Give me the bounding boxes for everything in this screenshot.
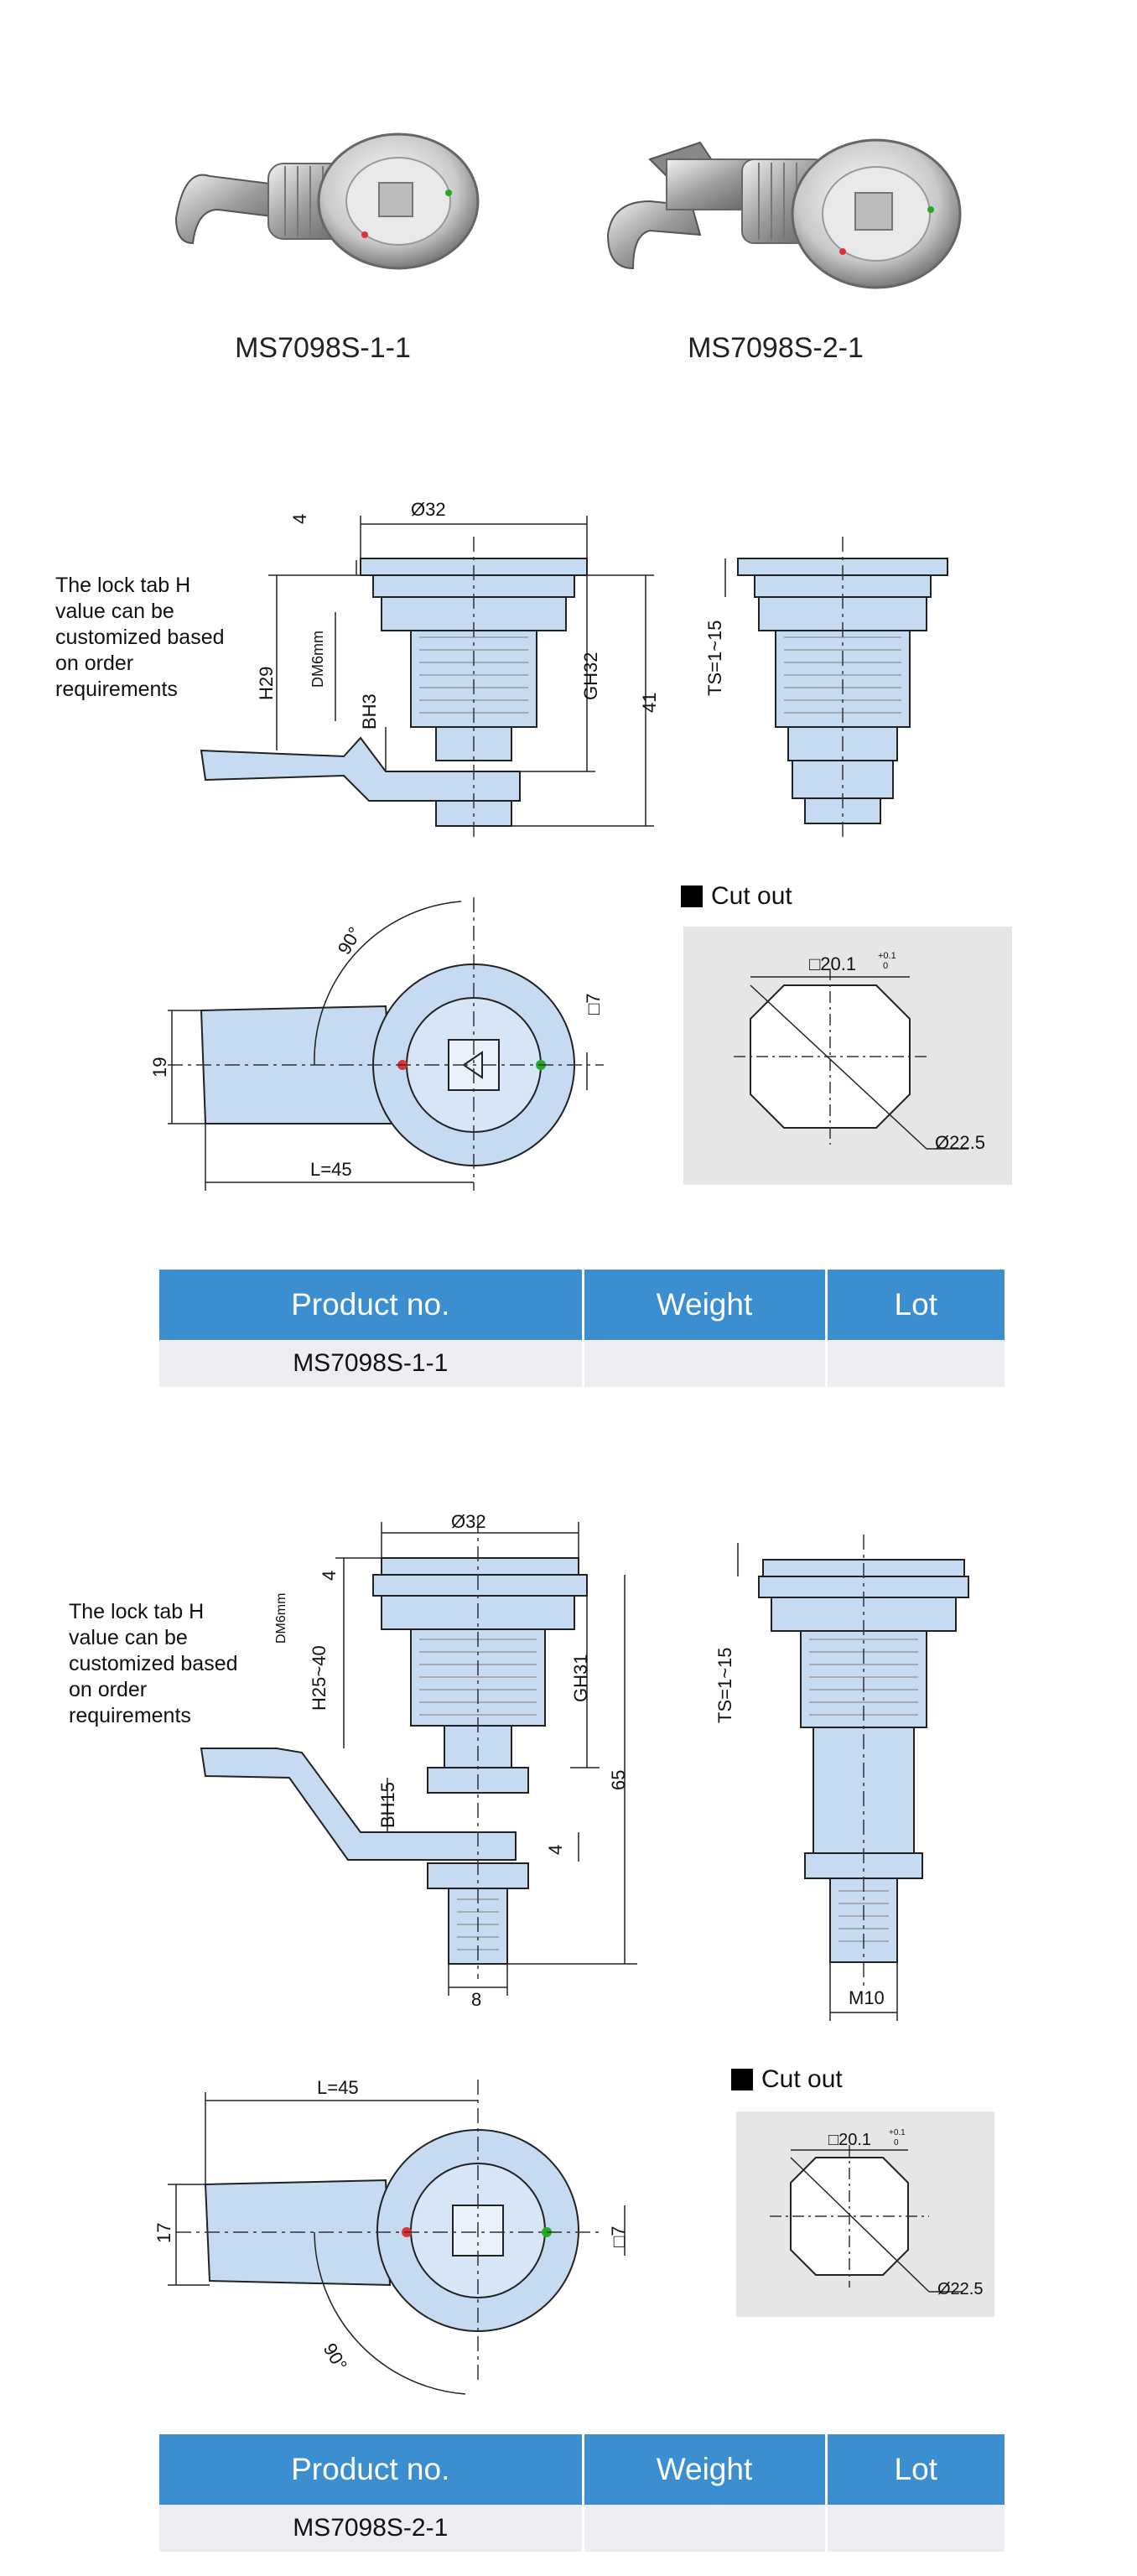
cell-weight xyxy=(583,1340,828,1387)
dim-4-1: 4 xyxy=(289,514,310,524)
header-lot: Lot xyxy=(826,1270,1005,1340)
cutout-sq-2: □20.1 xyxy=(828,2131,871,2149)
cell-product-no: MS7098S-1-1 xyxy=(159,1340,584,1387)
dim-17: 17 xyxy=(153,2223,174,2243)
note-line: value can be xyxy=(55,600,174,623)
header-weight: Weight xyxy=(583,1270,828,1340)
lock-tab-note-1: The lock tab H value can be customized b… xyxy=(55,573,273,703)
dim-41: 41 xyxy=(639,693,660,713)
dim-gh32: GH32 xyxy=(580,652,601,700)
technical-drawing-1: Ø32 4 H29 DM6mm BH3 GH32 41 TS=1~15 90° … xyxy=(149,499,948,1191)
dim-h29: H29 xyxy=(256,667,277,700)
cell-lot xyxy=(826,1340,1005,1387)
spec-table-2: Product no. Weight Lot MS7098S-2-1 xyxy=(159,2434,1005,2552)
square-icon xyxy=(681,886,703,907)
dim-dm6-2: DM6mm xyxy=(274,1593,288,1644)
dim-sq7-1: □7 xyxy=(583,993,604,1015)
table-row: MS7098S-2-1 xyxy=(159,2505,1005,2552)
dim-sq7-2: □7 xyxy=(608,2225,629,2247)
cutout-tol-1: +0.1 xyxy=(878,951,896,961)
dim-h25: H25~40 xyxy=(309,1645,330,1711)
note-line: requirements xyxy=(69,1704,191,1727)
note-line: customized based xyxy=(69,1652,238,1675)
dim-65: 65 xyxy=(608,1770,629,1790)
header-product-no: Product no. xyxy=(159,1270,584,1340)
dim-4b: 4 xyxy=(545,1845,566,1855)
dim-4-2: 4 xyxy=(319,1571,340,1581)
photo-caption-1: MS7098S-1-1 xyxy=(235,332,411,364)
cutout-title-1: Cut out xyxy=(681,882,792,911)
cutout-dia-2: Ø22.5 xyxy=(937,2280,983,2298)
dim-bh3: BH3 xyxy=(359,693,380,730)
note-line: requirements xyxy=(55,678,178,701)
note-line: on order xyxy=(55,652,134,675)
table-header-row: Product no. Weight Lot xyxy=(159,1270,1005,1340)
cutout-title-2: Cut out xyxy=(731,2065,843,2094)
dim-l45-1: L=45 xyxy=(310,1159,352,1180)
dim-ts-1: TS=1~15 xyxy=(704,620,725,696)
cell-weight xyxy=(583,2505,828,2552)
header-lot: Lot xyxy=(826,2434,1005,2505)
cutout-dia-1: Ø22.5 xyxy=(935,1132,985,1153)
cell-lot xyxy=(826,2505,1005,2552)
note-line: The lock tab H xyxy=(55,574,191,597)
dim-19: 19 xyxy=(149,1057,170,1078)
dim-d32-1: Ø32 xyxy=(411,499,446,520)
note-line: The lock tab H xyxy=(69,1600,205,1623)
lock-tab-note-2: The lock tab H value can be customized b… xyxy=(69,1599,287,1729)
header-product-no: Product no. xyxy=(159,2434,584,2505)
dim-l45-2: L=45 xyxy=(317,2077,359,2098)
cutout-tol0-2: 0 xyxy=(894,2138,899,2148)
dim-dm6-1: DM6mm xyxy=(309,631,326,688)
cutout-title-text: Cut out xyxy=(711,882,792,910)
dim-gh31: GH31 xyxy=(570,1654,591,1702)
cutout-title-text: Cut out xyxy=(761,2065,843,2093)
cutout-tol-2: +0.1 xyxy=(889,2128,906,2137)
cutout-sq-1: □20.1 xyxy=(809,953,856,974)
dim-bh15: BH15 xyxy=(377,1782,398,1828)
square-icon xyxy=(731,2069,753,2090)
dim-90-2: 90° xyxy=(319,2340,351,2374)
dim-d32-2: Ø32 xyxy=(451,1511,486,1532)
photo-caption-2: MS7098S-2-1 xyxy=(688,332,864,364)
table-header-row: Product no. Weight Lot xyxy=(159,2434,1005,2505)
header-weight: Weight xyxy=(583,2434,828,2505)
dim-m10: M10 xyxy=(849,1987,885,2008)
dim-ts-2: TS=1~15 xyxy=(714,1647,735,1723)
cell-product-no: MS7098S-2-1 xyxy=(159,2505,584,2552)
note-line: on order xyxy=(69,1678,148,1701)
spec-table-1: Product no. Weight Lot MS7098S-1-1 xyxy=(159,1270,1005,1387)
cutout-diagram-2: □20.1 +0.1 0 Ø22.5 xyxy=(736,2111,994,2317)
cutout-tol0-1: 0 xyxy=(883,961,888,971)
note-line: customized based xyxy=(55,626,225,649)
dim-8: 8 xyxy=(471,1989,481,2010)
product-photo-ms7098s-1-1 xyxy=(174,132,480,270)
note-line: value can be xyxy=(69,1626,188,1649)
cutout-diagram-1: □20.1 +0.1 0 Ø22.5 xyxy=(683,927,1012,1185)
table-row: MS7098S-1-1 xyxy=(159,1340,1005,1387)
product-photo-ms7098s-2-1 xyxy=(606,138,962,289)
